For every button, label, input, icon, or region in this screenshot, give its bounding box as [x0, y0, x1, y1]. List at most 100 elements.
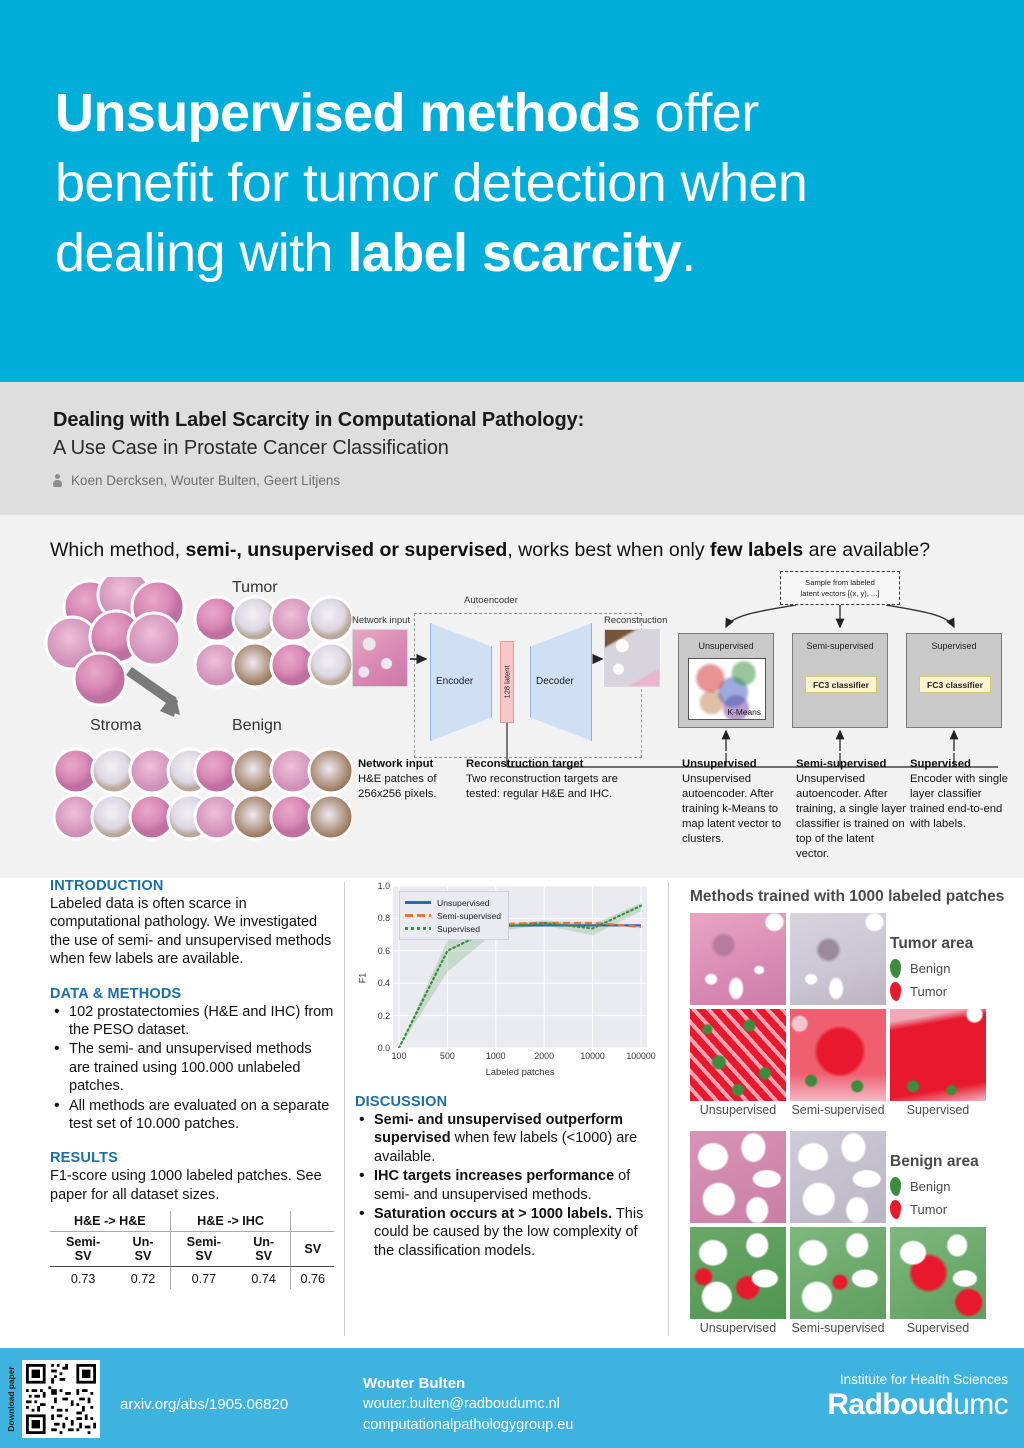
kmeans-label: K-Means: [727, 707, 761, 717]
benign-color-blob-icon: [890, 959, 901, 978]
institute-name: Institute for Health Sciences: [839, 1372, 1008, 1387]
legend-item-unsupervised: Unsupervised: [405, 896, 501, 909]
benign-ihc-image: [790, 1131, 886, 1223]
discussion-section: DISCUSSION Semi- and unsupervised outper…: [355, 1094, 655, 1260]
tumor-pred-supervised: [890, 1009, 986, 1101]
research-question: Which method, semi-, unsupervised or sup…: [50, 539, 930, 562]
table-group-header-row: H&E -> H&E H&E -> IHC: [50, 1211, 334, 1233]
discussion-rest-1: of semi- and unsupervised methods.: [374, 1168, 631, 1203]
tumor-legend-benign: Benign: [910, 961, 951, 976]
institution-block: Institute for Health Sciences Radboudumc: [827, 1372, 1008, 1422]
discussion-rest-2: This could be caused by the low complexi…: [374, 1206, 644, 1259]
method-box-unsupervised: Unsupervised K-Means: [678, 633, 774, 728]
reconstruction-label: Reconstruction: [604, 615, 668, 626]
tumor-color-blob-icon: [890, 1200, 901, 1219]
middle-column: F1 Labeled patches Unsupervised Semi-sup…: [355, 878, 656, 1261]
group-header-he-he: H&E -> H&E: [50, 1211, 171, 1233]
encoder-block: [430, 623, 492, 741]
chart-x-tick: 10000: [580, 1051, 605, 1061]
discussion-bold-0: Semi- and unsupervised outperform superv…: [374, 1112, 623, 1147]
sample-box-line2: latent vectors [(x, y), ...]: [800, 589, 880, 598]
heading-data-methods: DATA & METHODS: [50, 985, 182, 1002]
tumor-caption-row: Unsupervised Semi-supervised Supervised: [690, 1103, 1010, 1117]
contact-block: Wouter Bulten wouter.bulten@radboudumc.n…: [363, 1373, 573, 1435]
cell-3: 0.74: [251, 1272, 276, 1287]
legend-label-semi-supervised: Semi-supervised: [437, 910, 501, 921]
contact-website[interactable]: computationalpathologygroup.eu: [363, 1416, 574, 1433]
discussion-list: Semi- and unsupervised outperform superv…: [355, 1110, 655, 1260]
caption-supervised-benign: Supervised: [906, 1321, 970, 1335]
right-panel-title: Methods trained with 1000 labeled patche…: [690, 888, 1005, 905]
logo-bold: Radboud: [827, 1388, 954, 1421]
arxiv-link[interactable]: arxiv.org/abs/1905.06820: [120, 1396, 289, 1413]
headline-line-3-post: .: [681, 223, 696, 284]
group-header-sv: [290, 1211, 334, 1233]
chart-x-tick: 100000: [626, 1051, 656, 1061]
tumor-legend: Tumor area Benign Tumor: [890, 913, 1000, 1005]
method-title-semi-supervised: Semi-supervised: [806, 641, 874, 651]
architecture-diagram: Autoencoder Network input Encoder 128 la…: [352, 571, 1002, 861]
reconstruction-patch: [604, 629, 660, 687]
latent-block: 128 latent: [500, 641, 514, 723]
benign-pred-unsupervised: [690, 1227, 786, 1319]
chart-y-tick: 0.2: [377, 1010, 390, 1021]
caption-reconstruction-target: Reconstruction target Two reconstruction…: [466, 757, 642, 802]
paper-title-line2: A Use Case in Prostate Cancer Classifica…: [53, 437, 449, 459]
discussion-bold-2: Saturation occurs at > 1000 labels.: [374, 1206, 613, 1223]
method-title-unsupervised: Unsupervised: [698, 641, 754, 651]
legend-key-semi-supervised: [405, 914, 431, 917]
tumor-pred-unsupervised: [690, 1009, 786, 1101]
divider-right: [668, 882, 669, 1336]
subtitle-band: Dealing with Label Scarcity in Computati…: [0, 382, 1024, 515]
contact-email[interactable]: wouter.bulten@radboudumc.nl: [363, 1396, 560, 1413]
benign-predictions-row: [690, 1227, 1010, 1319]
cell-2: 0.77: [169, 1266, 237, 1290]
latent-label: 128 latent: [502, 665, 512, 699]
chart-y-tick: 0.0: [377, 1043, 390, 1053]
col-header-3: Un-SV: [236, 1231, 291, 1268]
benign-color-blob-icon: [890, 1177, 901, 1196]
heading-results: RESULTS: [50, 1150, 118, 1167]
autoencoder-label: Autoencoder: [464, 595, 518, 606]
list-item: Semi- and unsupervised outperform superv…: [355, 1110, 655, 1166]
chart-x-tick: 500: [440, 1051, 455, 1061]
caption-head-4: Supervised: [910, 758, 971, 770]
paper-title-line1: Dealing with Label Scarcity in Computati…: [53, 409, 585, 431]
caption-body-0: H&E patches of 256x256 pixels.: [358, 773, 437, 801]
right-column: Methods trained with 1000 labeled patche…: [690, 888, 1010, 1335]
authors-list: Koen Dercksen, Wouter Bulten, Geert Litj…: [71, 473, 341, 488]
heading-discussion: DISCUSSION: [355, 1094, 448, 1110]
col-header-1: Un-SV: [116, 1231, 171, 1268]
question-mid: , works best when only: [507, 539, 711, 561]
list-item: IHC targets increases performance of sem…: [355, 1166, 655, 1204]
left-column: INTRODUCTION Labeled data is often scarc…: [50, 878, 334, 1290]
montage-label-stroma: Stroma: [90, 717, 142, 734]
caption-body-1: Two reconstruction targets are tested: r…: [466, 773, 618, 801]
decoder-block: [530, 623, 592, 741]
contact-name: Wouter Bulten: [363, 1375, 466, 1392]
benign-legend: Benign area Benign Tumor: [890, 1131, 1000, 1223]
benign-pred-supervised: [890, 1227, 986, 1319]
caption-head-1: Reconstruction target: [466, 758, 584, 770]
question-bold-2: few labels: [710, 539, 804, 561]
qr-code[interactable]: [22, 1360, 100, 1438]
caption-semi-supervised: Semi-supervised Unsupervised autoencoder…: [796, 757, 906, 862]
chart-x-tick: 2000: [534, 1051, 554, 1061]
benign-legend-tumor: Tumor: [910, 1202, 948, 1217]
chart-plot-area: Unsupervised Semi-supervised Supervised …: [378, 881, 656, 1061]
cell-1: 0.72: [130, 1272, 156, 1287]
benign-pred-semi-supervised: [790, 1227, 886, 1319]
caption-supervised: Supervised Encoder with single layer cla…: [910, 757, 1014, 832]
table-header-row: Semi-SV Un-SV Semi-SV Un-SV SV: [50, 1231, 334, 1268]
list-item: The semi- and unsupervised methods are t…: [50, 1039, 334, 1095]
footer-bar: Download paper: [0, 1348, 1024, 1448]
benign-he-image: [690, 1131, 786, 1223]
caption-body-3: Unsupervised autoencoder. After training…: [796, 773, 906, 861]
benign-legend-benign-row: Benign: [890, 1177, 1000, 1196]
caption-head-0: Network input: [358, 758, 434, 770]
headline-line-3-pre: dealing with: [55, 223, 348, 284]
heading-introduction: INTRODUCTION: [50, 878, 164, 894]
caption-body-2: Unsupervised autoencoder. After training…: [682, 773, 782, 846]
data-methods-list: 102 prostatectomies (H&E and IHC) from t…: [50, 1002, 334, 1134]
caption-semi-supervised-tumor: Semi-supervised: [791, 1103, 885, 1117]
